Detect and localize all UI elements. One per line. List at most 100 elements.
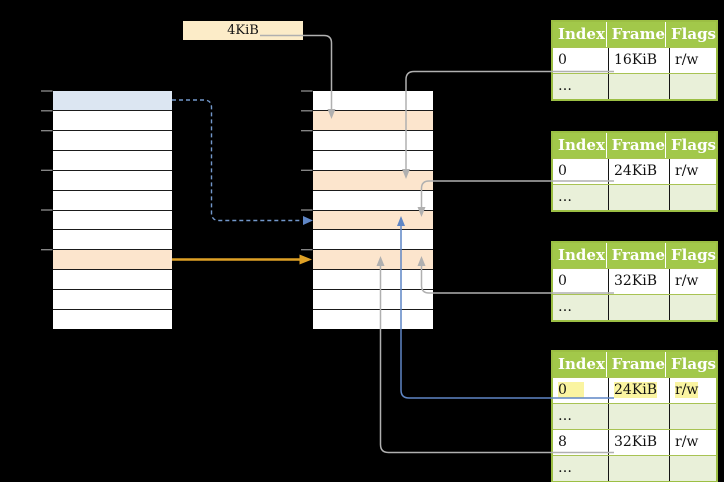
table-row: 0 24KiB r/w: [553, 158, 716, 184]
memory-row: [313, 229, 433, 250]
memory-row: [53, 109, 172, 130]
dashed-translation-arrow: [172, 99, 302, 222]
left-column-ticks: [41, 90, 53, 251]
memory-row: [313, 309, 433, 330]
cell-index: …: [553, 456, 609, 481]
header-index: Index: [553, 352, 607, 377]
memory-row: [313, 169, 433, 190]
table-row: …: [553, 294, 716, 320]
memory-row: [313, 129, 433, 150]
table-row-highlighted: 0 24KiB r/w: [553, 377, 716, 403]
cell-frame: [609, 185, 670, 210]
memory-row: [53, 149, 172, 170]
cell-frame: [609, 74, 670, 99]
table-header-row: Index Frame Flags: [553, 243, 716, 268]
cell-text: 0: [558, 273, 567, 289]
cell-index: 0: [553, 378, 609, 403]
page-table-at-32kib: Index Frame Flags 0 32KiB r/w …: [551, 241, 718, 322]
cell-index: 0: [553, 48, 609, 73]
cell-text: 0: [558, 52, 567, 68]
cell-text: r/w: [675, 434, 699, 450]
cell-frame: 24KiB: [609, 159, 670, 184]
cell-index: 0: [553, 269, 609, 294]
header-flags: Flags: [671, 355, 716, 373]
cell-text: 32KiB: [614, 273, 658, 289]
memory-row: [53, 309, 172, 330]
memory-row: [53, 129, 172, 150]
cell-text: 16KiB: [614, 52, 658, 68]
header-frame: Frame: [607, 243, 666, 268]
cell-index: …: [553, 185, 609, 210]
cell-flags: r/w: [670, 48, 716, 73]
cell-flags: r/w: [670, 378, 716, 403]
memory-row: [53, 91, 172, 110]
cell-flags: [670, 404, 716, 429]
frame-size-label: 4KiB: [183, 21, 303, 40]
cell-index: 8: [553, 430, 609, 455]
cell-text: 8: [558, 434, 567, 450]
cell-text: r/w: [675, 382, 699, 398]
header-flags: Flags: [671, 246, 716, 264]
cell-text: …: [558, 460, 572, 476]
physical-memory-column: [313, 91, 433, 330]
header-frame: Frame: [607, 352, 666, 377]
memory-row: [53, 209, 172, 230]
header-flags: Flags: [671, 136, 716, 154]
cell-frame: [609, 456, 670, 481]
table-row: …: [553, 455, 716, 481]
cell-frame: 32KiB: [609, 269, 670, 294]
memory-row: [53, 169, 172, 190]
table-row: …: [553, 73, 716, 99]
memory-row: [53, 269, 172, 290]
memory-row: [313, 269, 433, 290]
cell-frame: [609, 295, 670, 320]
memory-row: [313, 209, 433, 230]
memory-row: [53, 229, 172, 250]
table-row: 0 32KiB r/w: [553, 268, 716, 294]
cell-text: 24KiB: [614, 382, 658, 398]
cell-text: 24KiB: [614, 163, 658, 179]
header-flags: Flags: [671, 25, 716, 43]
cell-text: r/w: [675, 52, 699, 68]
cell-index: 0: [553, 159, 609, 184]
cell-index: …: [553, 74, 609, 99]
header-frame: Frame: [607, 133, 666, 158]
memory-row: [313, 249, 433, 270]
cell-flags: [670, 74, 716, 99]
cell-frame: [609, 404, 670, 429]
middle-column-ticks: [301, 90, 313, 251]
memory-row: [53, 249, 172, 270]
cell-text: r/w: [675, 163, 699, 179]
header-frame: Frame: [607, 22, 666, 47]
page-table-at-24kib: Index Frame Flags 0 24KiB r/w …: [551, 131, 718, 212]
table-row: 0 16KiB r/w: [553, 47, 716, 73]
cell-text: 0: [558, 163, 567, 179]
left-memory-column: [53, 91, 172, 330]
cell-flags: [670, 295, 716, 320]
cell-index: …: [553, 295, 609, 320]
cell-text: …: [558, 299, 572, 315]
header-index: Index: [553, 133, 607, 158]
cell-flags: [670, 456, 716, 481]
cell-index: …: [553, 404, 609, 429]
table-header-row: Index Frame Flags: [553, 22, 716, 47]
cell-frame: 24KiB: [609, 378, 670, 403]
cell-text: …: [558, 189, 572, 205]
memory-row: [313, 149, 433, 170]
header-index: Index: [553, 22, 607, 47]
header-index: Index: [553, 243, 607, 268]
cell-flags: r/w: [670, 159, 716, 184]
table-row: …: [553, 403, 716, 429]
cell-frame: 32KiB: [609, 430, 670, 455]
table-row: …: [553, 184, 716, 210]
cell-flags: [670, 185, 716, 210]
memory-row: [53, 289, 172, 310]
arrowhead-right-icon: [303, 216, 313, 225]
cell-text: …: [558, 78, 572, 94]
memory-row: [313, 91, 433, 110]
memory-row: [313, 189, 433, 210]
page-table-at-16kib: Index Frame Flags 0 16KiB r/w …: [551, 20, 718, 101]
table-header-row: Index Frame Flags: [553, 133, 716, 158]
cell-text: 32KiB: [614, 434, 658, 450]
